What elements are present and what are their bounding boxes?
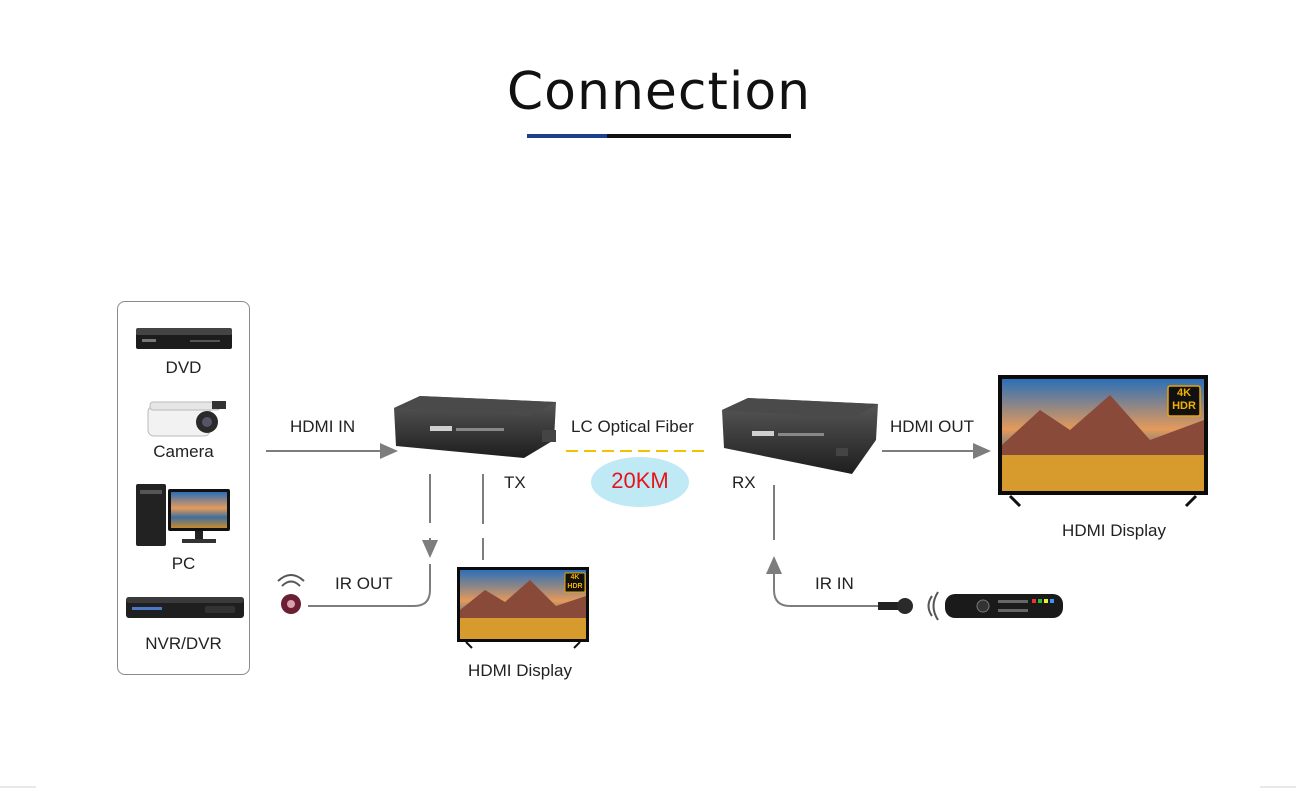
4k-hdr-badge-local — [564, 572, 586, 593]
hdmi-out-label: HDMI OUT — [890, 417, 975, 436]
cctv-camera-icon — [147, 401, 226, 437]
tx-transmitter-icon — [394, 396, 556, 458]
ir-in-label: IR IN — [815, 574, 854, 593]
4k-hdr-badge-local-text: 4K HDR — [565, 573, 585, 591]
source-label-dvd: DVD — [165, 358, 202, 377]
4k-hdr-badge-remote — [1167, 385, 1201, 417]
tx-label: TX — [504, 473, 526, 492]
distance-badge — [591, 457, 689, 507]
fiber-label: LC Optical Fiber — [571, 417, 694, 436]
ir-out-line — [308, 564, 431, 607]
title-underline — [607, 134, 791, 138]
divider-right — [1260, 786, 1296, 788]
badge-hdr-label: HDR — [567, 583, 583, 590]
4k-hdr-badge-remote-text: 4K HDR — [1168, 387, 1200, 413]
hdmi-in-label: HDMI IN — [290, 417, 356, 436]
badge-hdr-label: HDR — [1172, 400, 1196, 412]
badge-4k-label: 4K — [570, 574, 580, 581]
remote-control-icon — [945, 594, 1063, 618]
nvr-recorder-icon — [126, 597, 244, 618]
ir-in-line — [766, 556, 878, 607]
ir-emitter-icon — [878, 591, 939, 621]
desktop-pc-icon — [136, 484, 230, 546]
remote-display-label: HDMI Display — [1062, 521, 1166, 540]
source-label-pc: PC — [171, 554, 196, 573]
rx-receiver-icon — [722, 398, 878, 474]
rx-label: RX — [732, 473, 756, 492]
source-label-nvr: NVR/DVR — [145, 634, 222, 653]
source-label-camera: Camera — [153, 442, 214, 461]
badge-4k-label: 4K — [1176, 387, 1192, 399]
divider-left — [0, 786, 36, 788]
page-title: Connection — [506, 62, 812, 122]
ir-receiver-icon — [277, 574, 305, 614]
ir-out-label: IR OUT — [335, 574, 393, 593]
source-devices-panel — [117, 301, 250, 675]
local-display-label: HDMI Display — [468, 661, 572, 680]
dvd-player-icon — [136, 328, 232, 349]
distance-label: 20KM — [611, 468, 669, 493]
title-underline-accent — [527, 134, 607, 138]
